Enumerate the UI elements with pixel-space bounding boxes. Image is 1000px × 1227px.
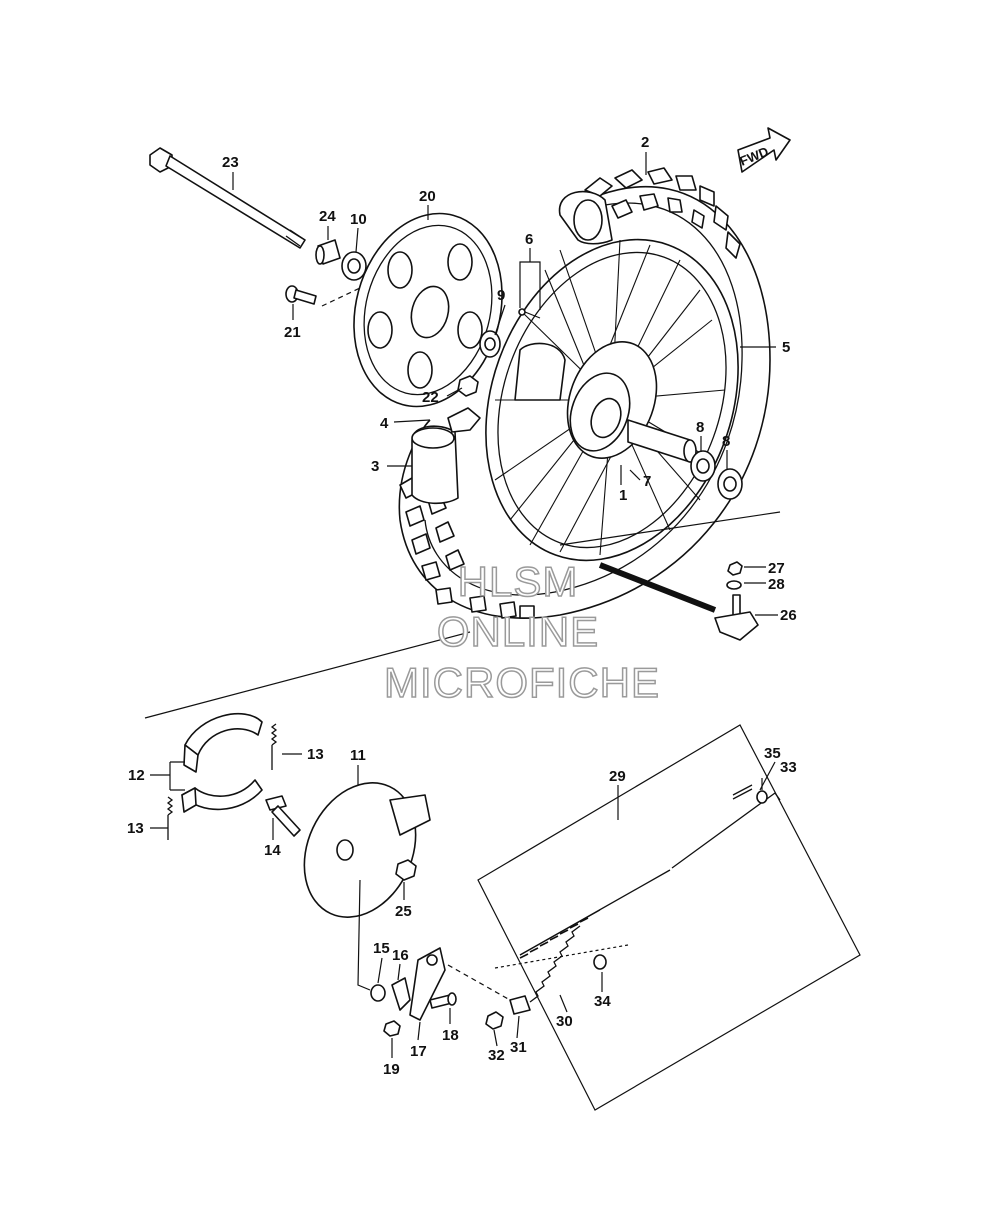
watermark-line-1: HLSM [458,558,579,605]
watermark-line-3: MICROFICHE [384,659,660,706]
callout-8b: 8 [722,433,730,450]
callout-30: 30 [556,1013,573,1030]
callout-34: 34 [594,993,611,1010]
callout-21: 21 [284,324,301,341]
wheel-bearing-8a [690,450,716,482]
indicator-16 [391,977,411,1011]
callout-13a: 13 [307,746,324,763]
watermark-line-2: ONLINE [437,608,599,655]
callout-13b: 13 [127,820,144,837]
callout-23: 23 [222,154,239,171]
callout-1: 1 [619,487,627,504]
callout-11: 11 [350,747,366,764]
callout-12: 12 [128,767,145,784]
rim-lock [598,561,759,641]
brake-rod-box [477,724,861,1111]
brake-cam-lever [409,947,446,1021]
rear-sprocket [353,212,503,408]
callout-29: 29 [609,768,626,785]
callout-28: 28 [768,576,785,593]
explode-line-brake [144,631,471,719]
callout-24: 24 [319,208,336,225]
explode-line-rim [559,511,781,546]
fwd-arrow-icon: FWD [737,127,791,173]
brake-panel-nut [395,859,417,881]
callout-17: 17 [410,1043,427,1060]
callout-14: 14 [264,842,281,859]
nut-19 [383,1020,401,1037]
oil-seal [341,251,367,281]
watermark: HLSM ONLINE MICROFICHE [383,557,660,707]
brake-camshaft [265,795,301,837]
callout-4: 4 [380,415,389,432]
bearing-9 [479,330,501,358]
callout-35: 35 [764,745,781,762]
callout-2: 2 [641,134,649,151]
callout-10: 10 [350,211,367,228]
callout-18: 18 [442,1027,459,1044]
callout-19: 19 [383,1061,400,1078]
washer-15 [370,984,386,1002]
callout-3: 3 [371,458,379,475]
wheel-rim [485,238,739,562]
cotter-pin-6 [518,308,541,319]
callout-9: 9 [497,287,505,304]
callout-labels: 1 2 3 4 5 6 7 8 8 9 10 11 12 13 13 14 15… [127,134,797,1078]
brake-shoes [181,713,263,813]
callout-7: 7 [643,473,651,490]
callout-25: 25 [395,903,412,920]
callout-31: 31 [510,1039,527,1056]
callout-5: 5 [782,339,790,356]
bolt-18 [429,992,457,1009]
brake-spring-bottom [166,796,174,840]
callout-15: 15 [373,940,390,957]
sprocket-bolt [285,285,317,305]
wheel-bearing-8b [717,468,743,500]
leader-lines [150,152,778,1058]
sprocket-nut [457,375,479,397]
callout-6: 6 [525,231,533,248]
callout-32: 32 [488,1047,505,1064]
callout-27: 27 [768,560,785,577]
callout-20: 20 [419,188,436,205]
callout-8a: 8 [696,419,704,436]
callout-22: 22 [422,389,439,406]
brake-spring-top [270,723,278,770]
callout-16: 16 [392,947,409,964]
rear-axle [149,147,306,249]
axle-collar [315,239,341,265]
rim-band-part [411,407,481,505]
callout-33: 33 [780,759,797,776]
callout-26: 26 [780,607,797,624]
